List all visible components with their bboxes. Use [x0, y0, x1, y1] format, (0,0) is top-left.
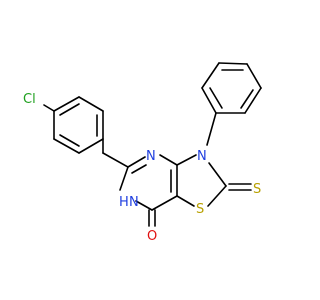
chlorophenyl-ring — [43, 96, 104, 154]
bond — [176, 195, 195, 207]
bond — [208, 162, 227, 187]
atom-label-cl: Cl — [23, 92, 36, 107]
molecule-structure: Cl N N N H S S O — [23, 62, 262, 244]
atom-label-o: O — [147, 229, 157, 244]
bond — [207, 185, 227, 207]
bond — [43, 104, 55, 112]
bond — [53, 138, 80, 154]
bond — [201, 87, 217, 114]
bond — [78, 138, 104, 154]
bond — [209, 87, 223, 109]
pyrimidinone-ring — [119, 154, 178, 211]
bond — [135, 200, 153, 211]
atom-label-n-phenyl: N — [197, 149, 207, 164]
bond — [244, 87, 262, 114]
bond — [246, 63, 262, 89]
phenyl-ring — [201, 62, 262, 146]
thiazole-ring — [176, 154, 227, 207]
bond — [206, 112, 217, 146]
bond — [119, 166, 129, 191]
bond — [59, 134, 80, 147]
bond — [159, 154, 178, 166]
bond — [240, 89, 254, 109]
atom-label-nh-n: N — [129, 195, 139, 210]
bond — [201, 62, 220, 89]
bond — [131, 164, 147, 174]
atom-label-n-ring: N — [146, 149, 156, 164]
atom-label-s-thione: S — [253, 182, 261, 197]
atom-label-s-ring: S — [196, 202, 204, 217]
atom-label-nh-h: H — [119, 195, 129, 210]
bond — [127, 156, 146, 168]
bond — [102, 152, 129, 168]
bond — [53, 96, 80, 112]
bond — [78, 96, 104, 112]
bond — [176, 154, 197, 166]
bond — [59, 103, 80, 116]
bond — [151, 195, 178, 211]
bond — [218, 62, 248, 65]
